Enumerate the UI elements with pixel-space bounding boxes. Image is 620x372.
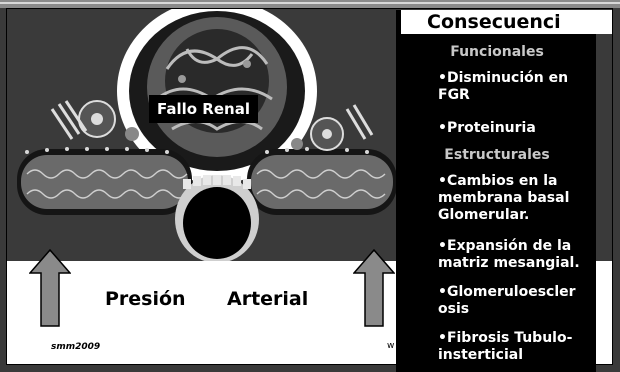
list-item: •Expansión de la matriz mesangial.: [438, 238, 596, 272]
tubule-lumen: [183, 187, 251, 259]
up-arrow-icon: [29, 249, 71, 327]
list-item: •Proteinuria: [438, 120, 596, 137]
caption-presion: Presión: [105, 288, 186, 310]
credit-text: smm2009: [51, 342, 100, 352]
top-line: [0, 2, 620, 4]
fallo-renal-banner: Fallo Renal: [149, 95, 258, 123]
list-item: •Glomeruloescler osis: [438, 284, 596, 318]
list-item: •Disminución en FGR: [438, 70, 596, 104]
panel-title: Consecuenci: [401, 10, 612, 34]
up-arrow-icon: [353, 249, 395, 327]
list-item: •Cambios en la membrana basal Glomerular…: [438, 173, 596, 224]
section-heading-estructurales: Estructurales: [402, 147, 592, 163]
footer-fragment: w: [387, 341, 394, 351]
section-heading-funcionales: Funcionales: [402, 44, 592, 60]
list-item: •Fibrosis Tubulo-insterticial: [438, 330, 596, 364]
caption-arterial: Arterial: [227, 288, 308, 310]
